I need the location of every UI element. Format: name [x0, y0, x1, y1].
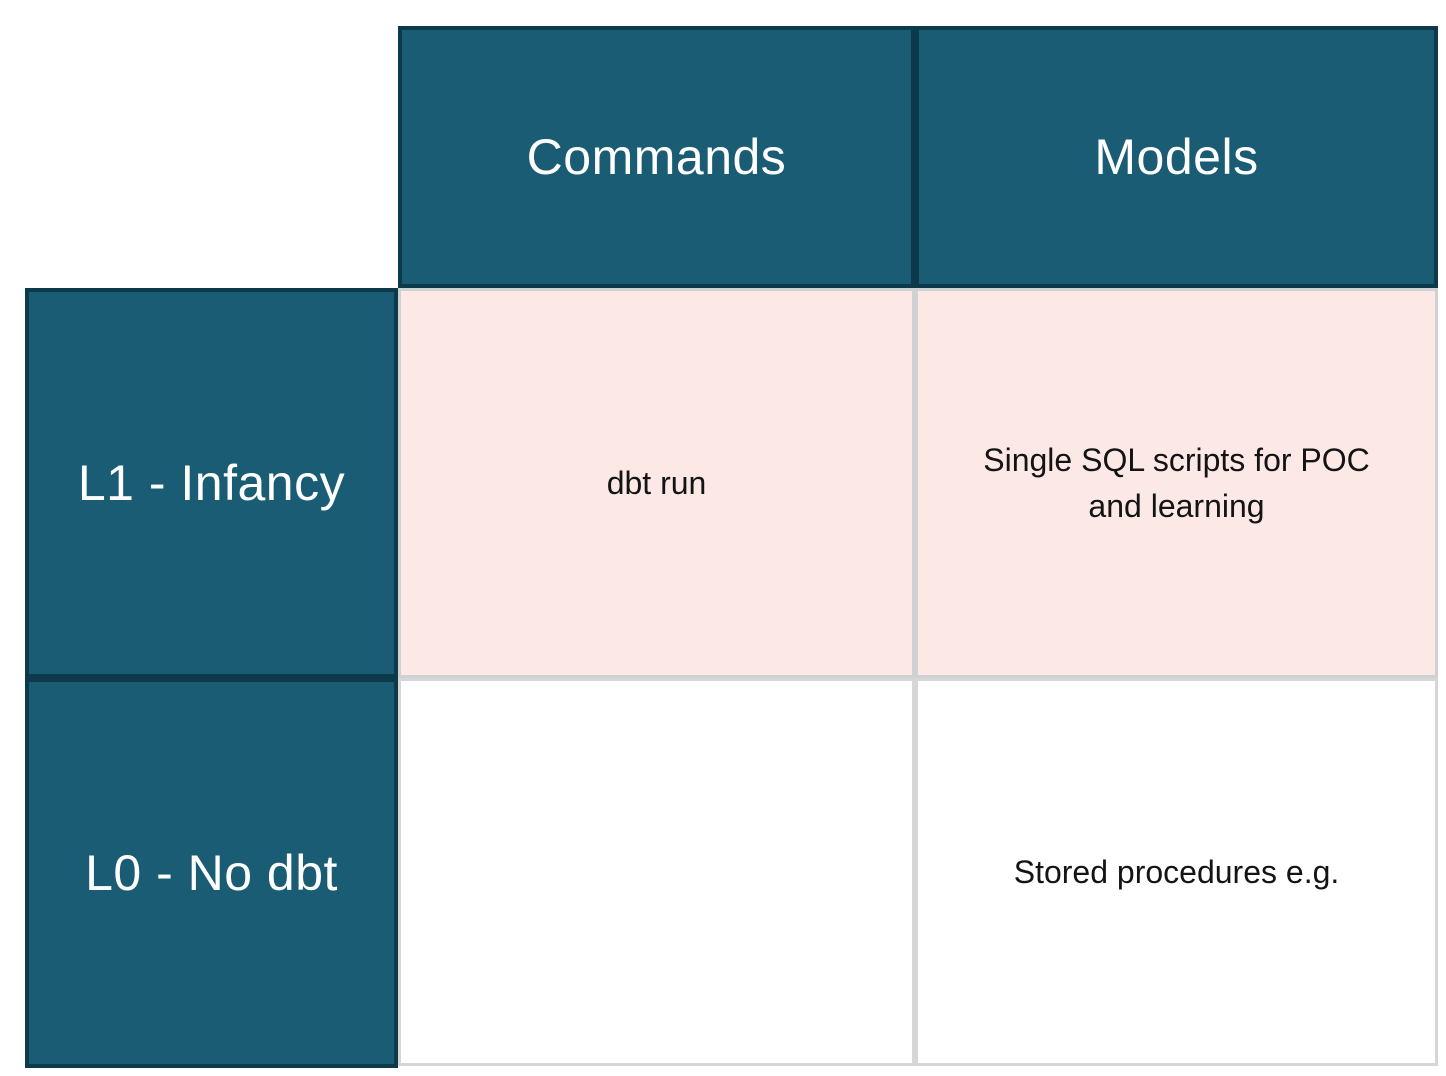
cell-l0-models-text: Stored procedures e.g. [1013, 853, 1340, 890]
row-header-l1-infancy: L1 - Infancy [25, 288, 398, 678]
column-header-models-label: Models [1094, 129, 1259, 185]
row-header-l0-label: L0 - No dbt [85, 845, 338, 901]
row-header-l0-no-dbt: L0 - No dbt [25, 678, 398, 1068]
column-header-models: Models [915, 26, 1438, 288]
cell-l0-commands [398, 678, 915, 1066]
column-header-commands-label: Commands [526, 129, 787, 185]
cell-l1-commands-text: dbt run [606, 464, 707, 501]
cell-l1-commands: dbt run [398, 288, 915, 678]
column-header-commands: Commands [398, 26, 915, 288]
cell-l1-models: Single SQL scripts for POC and learning [915, 288, 1438, 678]
cell-l0-models: Stored procedures e.g. [915, 678, 1438, 1066]
row-header-l1-label: L1 - Infancy [77, 455, 346, 511]
cell-l1-models-text: Single SQL scripts for POC and learning [983, 441, 1370, 524]
